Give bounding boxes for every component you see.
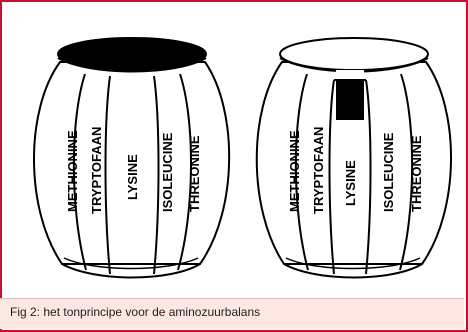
stave-label-lysine-left: LYSINE xyxy=(125,154,140,200)
liquid-top-left xyxy=(57,37,207,71)
caption-box: Fig 2: het tonprincipe voor de aminozuur… xyxy=(0,298,464,329)
stave-label-methionine-left: METHIONINE xyxy=(65,130,80,212)
barrel-diagram: METHIONINE TRYPTOFAAN LYSINE ISOLEUCINE … xyxy=(33,37,452,279)
stave-label-methionine-right: METHIONINE xyxy=(287,130,302,212)
barrel-right: METHIONINE TRYPTOFAAN LYSINE ISOLEUCINE … xyxy=(255,37,452,279)
stave-label-tryptofaan-right: TRYPTOFAAN xyxy=(311,127,326,214)
stave-label-tryptofaan-left: TRYPTOFAAN xyxy=(89,127,104,214)
stave-label-threonine-left: THREONINE xyxy=(187,135,202,212)
stave-label-lysine-right: LYSINE xyxy=(343,160,358,206)
barrel-left: METHIONINE TRYPTOFAAN LYSINE ISOLEUCINE … xyxy=(33,37,231,279)
figure-caption: Fig 2: het tonprincipe voor de aminozuur… xyxy=(10,305,261,319)
stave-label-isoleucine-left: ISOLEUCINE xyxy=(160,132,175,212)
stave-label-isoleucine-right: ISOLEUCINE xyxy=(381,132,396,212)
liquid-level-right xyxy=(336,80,364,120)
stave-label-threonine-right: THREONINE xyxy=(409,135,424,212)
